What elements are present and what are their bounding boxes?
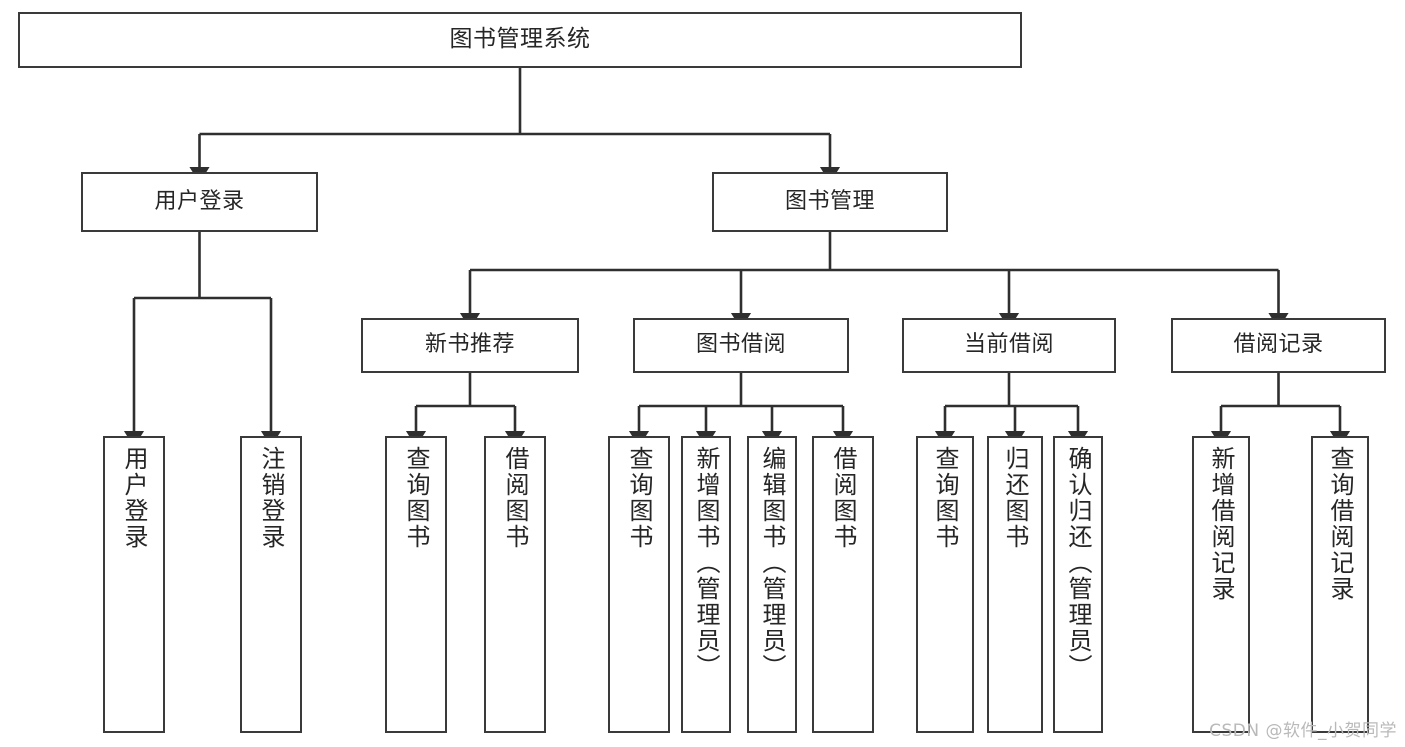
node-label: 图书管理系统 xyxy=(449,26,591,53)
node-user-login[interactable]: 用户登录 xyxy=(81,172,318,232)
node-leaf-edit-book[interactable]: 编辑图书（管理员） xyxy=(747,436,797,733)
node-label: 新书推荐 xyxy=(424,332,515,358)
node-label: 查询图书 xyxy=(625,446,653,550)
watermark-text: CSDN @软件_小贺同学 xyxy=(1209,721,1397,741)
node-label: 查询借阅记录 xyxy=(1326,446,1354,602)
node-leaf-query-book-3[interactable]: 查询图书 xyxy=(916,436,974,733)
node-leaf-query-book-2[interactable]: 查询图书 xyxy=(608,436,670,733)
node-leaf-borrow-book-1[interactable]: 借阅图书 xyxy=(484,436,546,733)
node-label: 图书借阅 xyxy=(695,332,786,358)
node-book-borrow[interactable]: 图书借阅 xyxy=(633,318,849,373)
node-leaf-logout[interactable]: 注销登录 xyxy=(240,436,302,733)
node-label: 确认归还（管理员） xyxy=(1064,446,1092,680)
node-label: 用户登录 xyxy=(120,446,148,550)
node-leaf-add-book[interactable]: 新增图书（管理员） xyxy=(681,436,731,733)
node-label: 新增借阅记录 xyxy=(1207,446,1235,602)
node-label: 归还图书 xyxy=(1001,446,1029,550)
node-label: 借阅图书 xyxy=(501,446,529,550)
node-current-borrow[interactable]: 当前借阅 xyxy=(902,318,1116,373)
node-label: 借阅记录 xyxy=(1233,332,1324,358)
node-label: 查询图书 xyxy=(931,446,959,550)
node-label: 编辑图书（管理员） xyxy=(758,446,786,680)
node-label: 借阅图书 xyxy=(829,446,857,550)
node-label: 当前借阅 xyxy=(963,332,1054,358)
node-label: 查询图书 xyxy=(402,446,430,550)
node-leaf-confirm-return[interactable]: 确认归还（管理员） xyxy=(1053,436,1103,733)
node-leaf-add-record[interactable]: 新增借阅记录 xyxy=(1192,436,1250,733)
node-borrow-record[interactable]: 借阅记录 xyxy=(1171,318,1386,373)
node-leaf-borrow-book-2[interactable]: 借阅图书 xyxy=(812,436,874,733)
node-label: 图书管理 xyxy=(784,188,875,214)
node-label: 用户登录 xyxy=(154,188,245,214)
node-leaf-query-record[interactable]: 查询借阅记录 xyxy=(1311,436,1369,733)
node-leaf-query-book-1[interactable]: 查询图书 xyxy=(385,436,447,733)
node-leaf-user-login[interactable]: 用户登录 xyxy=(103,436,165,733)
node-new-book-recommend[interactable]: 新书推荐 xyxy=(361,318,579,373)
node-root[interactable]: 图书管理系统 xyxy=(18,12,1022,68)
node-book-manage[interactable]: 图书管理 xyxy=(712,172,948,232)
node-label: 注销登录 xyxy=(257,446,285,550)
node-leaf-return-book[interactable]: 归还图书 xyxy=(987,436,1043,733)
node-label: 新增图书（管理员） xyxy=(692,446,720,680)
